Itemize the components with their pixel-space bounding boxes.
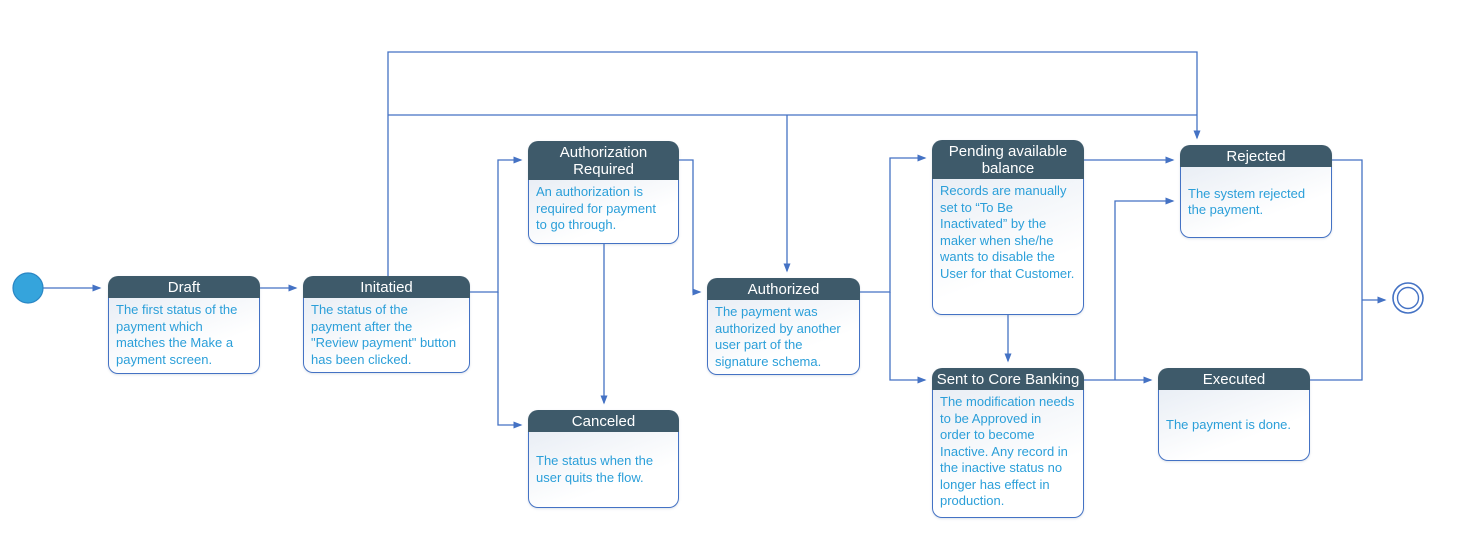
state-authorization-required-desc: An authorization is required for payment… bbox=[528, 180, 679, 244]
transition-rejected-to-end bbox=[1332, 159, 1363, 300]
state-draft-title: Draft bbox=[108, 276, 260, 298]
transition-initatied-to-authorization-required bbox=[470, 156, 523, 293]
state-canceled-title: Canceled bbox=[528, 410, 679, 432]
state-initatied-desc: The status of the payment after the "Rev… bbox=[303, 298, 470, 373]
state-pending-available-balance-desc: Records are manually set to “To Be Inact… bbox=[932, 179, 1084, 315]
state-draft-desc: The first status of the payment which ma… bbox=[108, 298, 260, 374]
state-authorization-required[interactable]: Authorization Required An authorization … bbox=[528, 141, 679, 244]
transition-initatied-to-canceled bbox=[497, 292, 523, 429]
state-rejected-title: Rejected bbox=[1180, 145, 1332, 167]
state-sent-to-core-banking[interactable]: Sent to Core Banking The modification ne… bbox=[932, 368, 1084, 518]
state-authorized[interactable]: Authorized The payment was authorized by… bbox=[707, 278, 860, 375]
transition-initatied-to-rejected-top bbox=[387, 51, 1201, 276]
transition-authorized-to-pending bbox=[860, 154, 927, 293]
state-pending-available-balance[interactable]: Pending available balance Records are ma… bbox=[932, 140, 1084, 315]
state-draft[interactable]: Draft The first status of the payment wh… bbox=[108, 276, 260, 374]
state-executed-title: Executed bbox=[1158, 368, 1310, 390]
state-rejected-desc: The system rejected the payment. bbox=[1180, 167, 1332, 238]
state-authorization-required-title: Authorization Required bbox=[528, 141, 679, 180]
transition-authorized-to-sent bbox=[889, 292, 927, 384]
state-initatied-title: Initatied bbox=[303, 276, 470, 298]
state-sent-to-core-banking-desc: The modification needs to be Approved in… bbox=[932, 390, 1084, 518]
state-canceled-desc: The status when the user quits the flow. bbox=[528, 432, 679, 508]
state-rejected[interactable]: Rejected The system rejected the payment… bbox=[1180, 145, 1332, 238]
state-canceled[interactable]: Canceled The status when the user quits … bbox=[528, 410, 679, 508]
final-state-node[interactable] bbox=[1392, 282, 1424, 314]
state-executed[interactable]: Executed The payment is done. bbox=[1158, 368, 1310, 461]
state-authorized-desc: The payment was authorized by another us… bbox=[707, 300, 860, 375]
state-initatied[interactable]: Initatied The status of the payment afte… bbox=[303, 276, 470, 373]
initial-state-node[interactable] bbox=[12, 272, 44, 304]
transition-authorization-required-to-authorized bbox=[679, 159, 702, 296]
state-pending-available-balance-title: Pending available balance bbox=[932, 140, 1084, 179]
state-executed-desc: The payment is done. bbox=[1158, 390, 1310, 461]
transition-sent-to-rejected bbox=[1114, 197, 1175, 380]
state-authorized-title: Authorized bbox=[707, 278, 860, 300]
transition-executed-to-end bbox=[1310, 300, 1363, 381]
state-sent-to-core-banking-title: Sent to Core Banking bbox=[932, 368, 1084, 390]
